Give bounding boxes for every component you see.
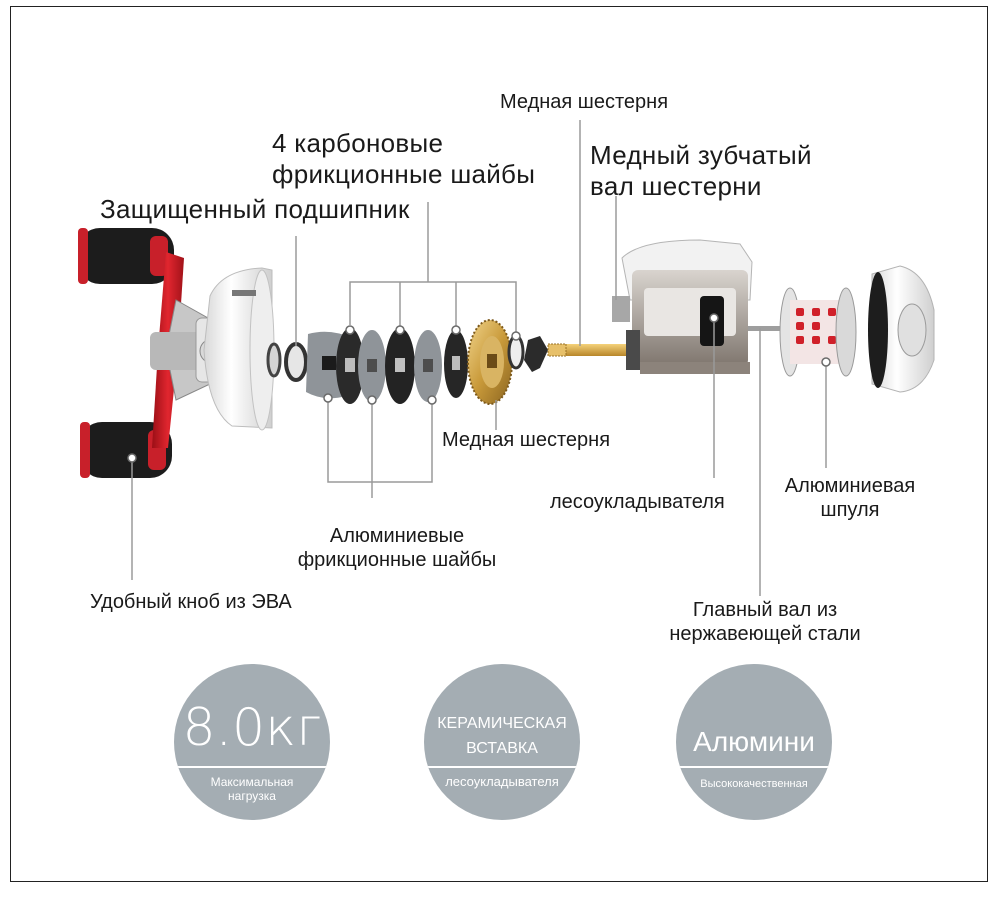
badge-max-load-value: 8.0кг (182, 698, 322, 758)
badge-ceramic-insert-title: КЕРАМИЧЕСКАЯ ВСТАВКА (424, 712, 580, 762)
label-copper-gear-top: Медная шестерня (500, 91, 669, 113)
badge-max-load-caption-line1: Максимальная (210, 775, 294, 789)
label-aluminum-washers-line1: Алюминиевые (329, 525, 465, 547)
side-plate (203, 267, 275, 431)
reel-frame (612, 239, 753, 374)
leader-lines (131, 120, 827, 596)
label-main-shaft: Главный вал из нержавеющей стали (640, 598, 890, 646)
shielded-bearing (266, 342, 308, 382)
badge-max-load-caption-line2: нагрузка (228, 788, 276, 803)
copper-main-gear (467, 319, 513, 405)
image-frame (10, 6, 988, 882)
badge-ceramic-insert-divider (424, 766, 580, 768)
leader-dots (127, 313, 831, 463)
badge-ceramic-insert-caption: лесоукладывателя (445, 774, 559, 789)
badge-max-load-divider (174, 766, 330, 768)
label-eva-knob: Удобный кноб из ЭВА (90, 591, 292, 613)
label-carbon-washers: 4 карбоновые фрикционные шайбы (272, 128, 535, 190)
pinion-shaft (547, 343, 634, 357)
label-carbon-washers-line1: 4 карбоновые (272, 128, 444, 158)
label-copper-gear-mid: Медная шестерня (442, 429, 611, 451)
label-copper-pinion: Медный зубчатый вал шестерни (590, 140, 812, 202)
badge-ceramic-insert-title-line2: ВСТАВКА (466, 739, 538, 757)
clicker-washers (507, 334, 548, 372)
badge-max-load: 8.0кг Максимальная нагрузка (174, 664, 330, 820)
label-aluminum-washers: Алюминиевые фрикционные шайбы (272, 524, 522, 572)
badge-aluminum-divider (676, 766, 832, 768)
label-aluminum-spool-line2: шпуля (820, 499, 880, 521)
label-aluminum-spool: Алюминиевая шпуля (770, 474, 930, 522)
label-main-shaft-line2: нержавеющей стали (669, 623, 861, 645)
aluminum-spool (779, 287, 857, 377)
badge-aluminum-value: Алюмини (693, 726, 815, 757)
label-copper-pinion-line2: вал шестерни (590, 171, 762, 202)
label-shielded-bearing: Защищенный подшипник (100, 194, 410, 224)
label-carbon-washers-line2: фрикционные шайбы (272, 159, 536, 190)
washer-stack (306, 328, 468, 404)
badge-max-load-caption: Максимальная нагрузка (174, 775, 330, 804)
label-aluminum-spool-line1: Алюминиевая (784, 475, 916, 497)
label-copper-pinion-line1: Медный зубчатый (590, 140, 812, 170)
eva-knob-top (78, 228, 174, 284)
main-shaft (748, 326, 784, 331)
right-side-cover (868, 265, 935, 393)
badge-aluminum-caption: Высококачественная (700, 778, 808, 790)
badge-aluminum: Алюмини Высококачественная (676, 664, 832, 820)
badge-ceramic-insert: КЕРАМИЧЕСКАЯ ВСТАВКА лесоукладывателя (424, 664, 580, 820)
label-main-shaft-line1: Главный вал из (692, 599, 838, 621)
badge-ceramic-insert-title-line1: КЕРАМИЧЕСКАЯ (437, 715, 567, 732)
label-aluminum-washers-line2: фрикционные шайбы (297, 549, 497, 571)
label-level-wind: лесоукладывателя (550, 491, 725, 513)
